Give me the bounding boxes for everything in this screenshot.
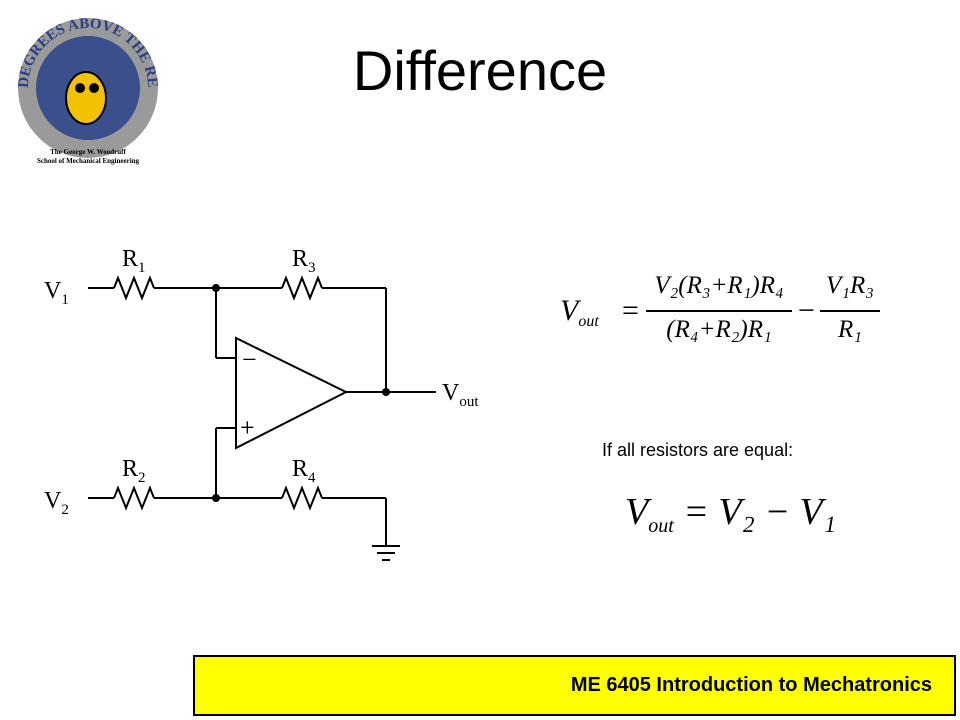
label-r2: R2	[122, 456, 146, 486]
resistor-r4	[281, 485, 323, 511]
label-r3: R3	[292, 246, 316, 276]
label-r4: R4	[292, 456, 316, 486]
node-dot-top	[212, 284, 220, 292]
fraction2-den: R₁	[838, 316, 862, 343]
label-v1: V1	[44, 278, 69, 308]
logo-line2: School of Mechanical Engineering	[37, 157, 140, 165]
fraction-num: V₂(R₃+R₁)R₄	[654, 272, 784, 299]
op-amp-triangle	[235, 336, 349, 450]
opamp-minus: −	[242, 345, 257, 374]
node-dot-output	[382, 388, 390, 396]
logo-line1: The George W. Woodruff	[50, 148, 126, 156]
label-vout: Vout	[442, 380, 479, 410]
footer-bar: ME 6405 Introduction to Mechatronics	[193, 655, 956, 716]
fraction-bar	[646, 310, 792, 312]
school-logo: DEGREES ABOVE THE REST The George W. Woo…	[8, 8, 160, 165]
label-r1: R1	[122, 246, 146, 276]
fraction2-num: V₁R₃	[826, 272, 874, 299]
equation-general: Vout = V₂(R₃+R₁)R₄ (R₄+R₂)R₁ − V₁R₃ R₁	[560, 272, 880, 352]
resistor-r3	[281, 275, 323, 301]
equation-equal: Vout = V₂ − V₁	[625, 491, 836, 537]
course-title: ME 6405 Introduction to Mechatronics	[570, 674, 932, 696]
fraction2-bar	[820, 310, 880, 312]
label-v2: V2	[44, 488, 69, 518]
slide-title: Difference	[352, 39, 608, 102]
opamp-plus: +	[240, 413, 255, 442]
resistor-r2	[113, 485, 155, 511]
resistor-r1	[113, 275, 155, 301]
equal-resistors-note: If all resistors are equal:	[602, 440, 794, 460]
node-dot-bottom	[212, 494, 220, 502]
fraction-den: (R₄+R₂)R₁	[666, 316, 772, 343]
difference-amplifier-circuit: V1 V2 R1 R3 R2 R4 Vout − +	[44, 246, 479, 561]
